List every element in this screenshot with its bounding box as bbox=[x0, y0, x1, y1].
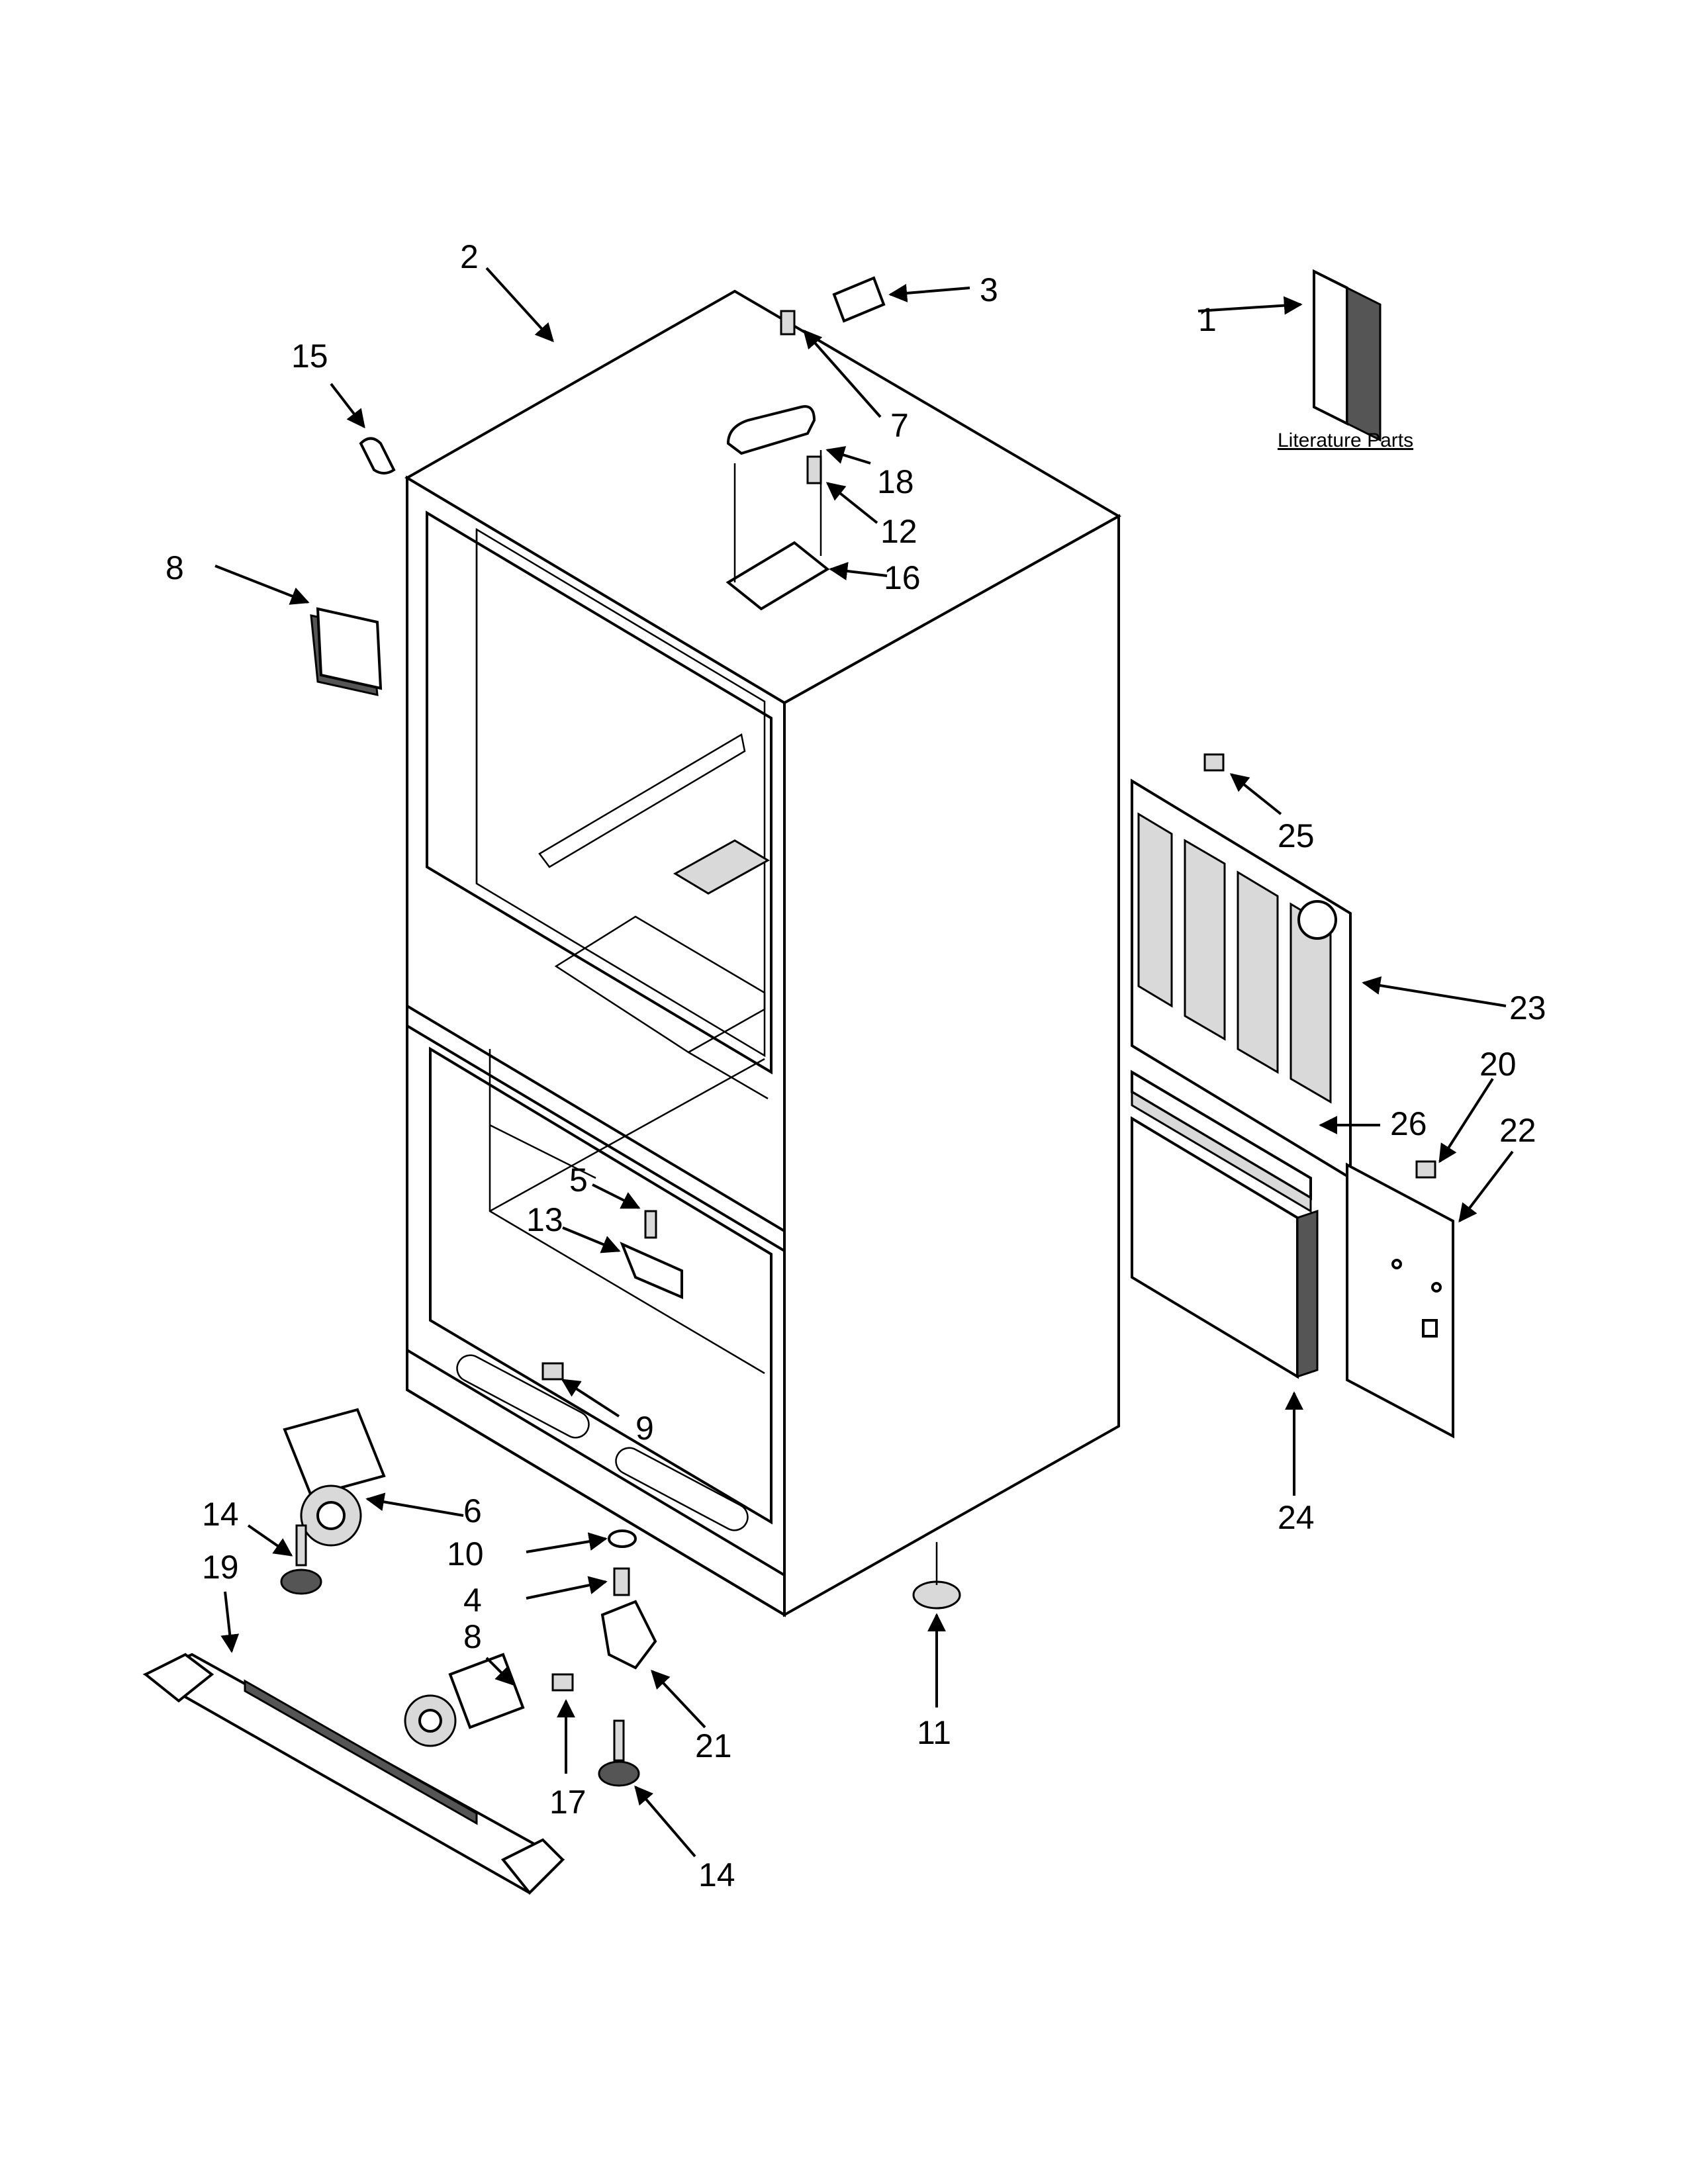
callout-1: 1 bbox=[1198, 301, 1217, 338]
bracket-part-21 bbox=[600, 1600, 657, 1670]
callout-12: 12 bbox=[880, 513, 917, 550]
callout-13: 13 bbox=[526, 1201, 563, 1238]
callout-20: 20 bbox=[1479, 1046, 1517, 1083]
screw-part-20 bbox=[1415, 1160, 1436, 1179]
bracket-part-13 bbox=[620, 1210, 683, 1300]
screw-part-9 bbox=[541, 1362, 564, 1381]
roller-part-6 bbox=[283, 1408, 386, 1547]
panel-part-24 bbox=[1131, 1116, 1319, 1379]
callout-25: 25 bbox=[1278, 817, 1315, 854]
callout-17: 17 bbox=[549, 1784, 586, 1821]
label-part-3 bbox=[832, 276, 886, 323]
leader-lines bbox=[214, 267, 1514, 1858]
callout-16: 16 bbox=[884, 559, 921, 596]
hinge-top-assembly bbox=[726, 310, 830, 611]
callout-2: 2 bbox=[460, 238, 479, 275]
callout-numbers: 1 2 3 4 5 6 7 8 8 9 10 11 12 13 14 14 15… bbox=[165, 238, 1546, 1893]
toe-grille-part-19 bbox=[142, 1653, 565, 1895]
hinge-clip-part-15 bbox=[359, 437, 396, 475]
spacer-part-4 bbox=[613, 1567, 630, 1596]
callout-5: 5 bbox=[569, 1161, 588, 1199]
callout-18: 18 bbox=[877, 463, 914, 500]
leveling-leg-part-14a bbox=[280, 1524, 322, 1595]
refrigerator-cabinet bbox=[404, 289, 1122, 1617]
callout-11: 11 bbox=[917, 1714, 951, 1751]
callout-8b: 8 bbox=[463, 1618, 482, 1655]
callout-6: 6 bbox=[463, 1492, 482, 1529]
seal-strip-part-26 bbox=[1131, 1069, 1312, 1213]
callout-24: 24 bbox=[1278, 1499, 1315, 1536]
callout-9: 9 bbox=[635, 1410, 654, 1447]
callout-15: 15 bbox=[291, 338, 328, 375]
callout-8a: 8 bbox=[165, 549, 184, 586]
callout-14a: 14 bbox=[202, 1496, 239, 1533]
callout-14b: 14 bbox=[698, 1856, 735, 1893]
cover-part-22 bbox=[1346, 1162, 1454, 1439]
callout-19: 19 bbox=[202, 1549, 239, 1586]
screw-part-25 bbox=[1203, 753, 1225, 772]
roller-part-8b bbox=[404, 1653, 525, 1747]
screw-part-17 bbox=[551, 1673, 574, 1692]
callout-4: 4 bbox=[463, 1582, 482, 1619]
rear-panel-part-23 bbox=[1131, 778, 1352, 1181]
callout-22: 22 bbox=[1499, 1112, 1536, 1149]
callout-7: 7 bbox=[890, 407, 909, 444]
callout-23: 23 bbox=[1509, 989, 1546, 1026]
callout-10: 10 bbox=[447, 1535, 484, 1572]
leveling-leg-part-14b bbox=[598, 1719, 640, 1787]
callout-21: 21 bbox=[695, 1727, 732, 1764]
literature-parts-booklet bbox=[1313, 269, 1382, 442]
washer-part-10 bbox=[608, 1529, 637, 1548]
plug-part-11 bbox=[912, 1542, 961, 1610]
callout-26: 26 bbox=[1390, 1105, 1427, 1142]
literature-parts-label: Literature Parts bbox=[1278, 430, 1413, 451]
callout-3: 3 bbox=[980, 271, 998, 308]
control-box-part-8 bbox=[310, 607, 383, 696]
